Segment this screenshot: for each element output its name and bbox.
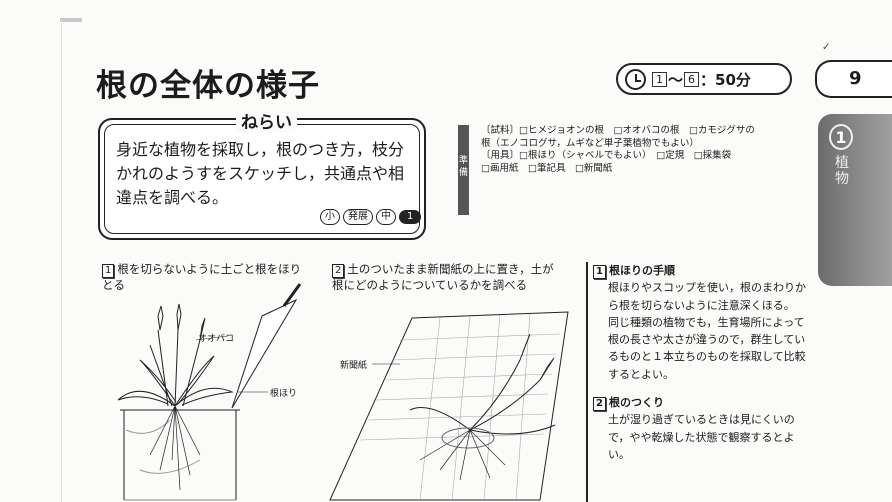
prep-line: 〔試料〕□ヒメジョオンの根 □オオバコの根 □カモジグサの [481,125,755,136]
grade-badge-level: 1 [399,210,422,224]
note-title: 根のつくり [608,396,664,410]
prep-line: 根（エノコログサ，ムギなど単子葉植物でもよい） [481,137,699,149]
page-left-rule [61,20,62,502]
check-mark: ✓ [822,42,831,53]
grade-badges: 小 発展 中 1 [320,209,422,225]
chapter-number: 1 [829,124,853,150]
page-edge-mark [60,18,82,22]
figure-label-plantain: オオバコ [198,334,235,344]
note-body: 土が湿り過ぎているときは見にくいので，やや乾燥した状態で観察するとよい。 [608,413,795,461]
chapter-label: 植物 [835,155,849,187]
grade-badge-advanced: 発展 [343,209,373,225]
grade-badge-elementary: 小 [320,209,340,225]
newspaper-illustration [329,311,569,501]
grade-badge-middle: 中 [376,209,396,225]
time-badge: 1 ～ 6 ：50分 [616,63,792,95]
prep-line: 〔用具〕□根ほり（シャベルでもよい） □定規 □採集袋 [481,150,732,161]
step-text: 土のついたまま新聞紙の上に置き，土が根にどのようについているかを調べる [332,262,554,292]
notes-divider [586,262,588,502]
time-separator: ～ [668,70,684,89]
note-number: 1 [593,265,606,279]
figure-label-newspaper: 新聞紙 [340,361,368,371]
aim-text: 身近な植物を採取し，根のつき方，枝分かれのようすをスケッチし，共通点や相違点を調… [116,140,405,207]
prep-list: 〔試料〕□ヒメジョオンの根 □オオバコの根 □カモジグサの 根（エノコログサ，ム… [481,125,809,175]
note-title: 根ほりの手順 [608,264,675,277]
clock-icon [625,68,646,90]
note-number: 2 [593,397,606,412]
time-duration: ：50分 [700,70,751,89]
digging-illustration [117,283,302,501]
page-number: 9 [815,60,892,98]
prep-line: □画用紙 □筆記具 □新聞紙 [481,162,613,174]
step-text: 根を切らないように土ごと根をほりとる [102,262,302,292]
time-to: 6 [684,71,700,87]
figure-label-digger: 根ほり [270,389,298,399]
prep-label: 準備 [458,125,469,215]
aim-label: ねらい [236,108,297,133]
time-from: 1 [652,71,667,87]
page-title: 根の全体の様子 [96,68,320,104]
note-body: 根ほりやスコップを使い，根のまわりから根を切らないように注意深くほる。 同じ種類… [608,281,806,381]
